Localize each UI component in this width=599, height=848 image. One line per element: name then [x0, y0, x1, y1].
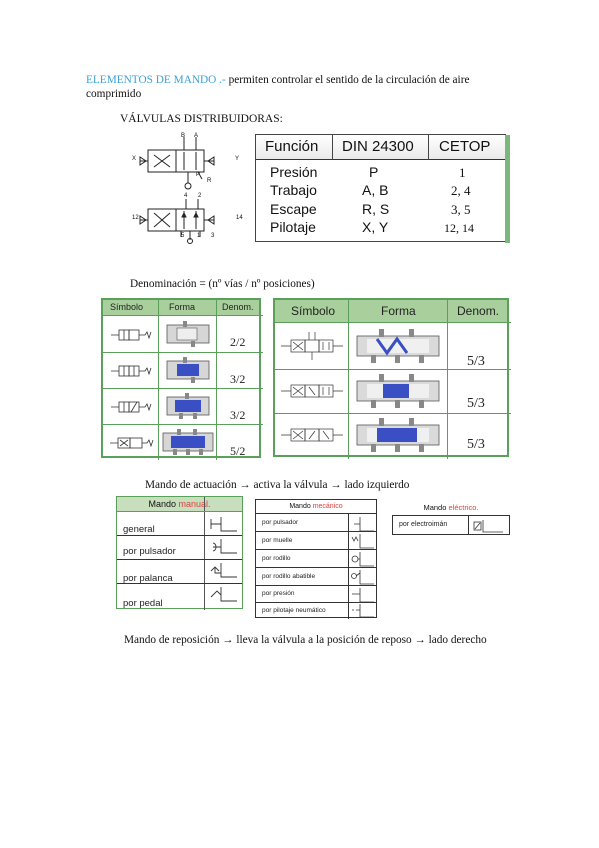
small-header-simbolo: Símbolo	[110, 302, 144, 312]
schem-label-y: Y	[235, 156, 240, 162]
function-table-header: Función DIN 24300 CETOP	[256, 135, 505, 160]
valve-table-small: Símbolo Forma Denom. 2/2 3/2 3/2 5/2	[101, 298, 263, 460]
small-denom-4: 5/2	[230, 444, 246, 458]
form-3-2-alt-icon	[166, 393, 210, 419]
mando-mecanico-table: Mando mecánico por pulsador por muelle p…	[255, 499, 377, 619]
header-cetop: CETOP	[439, 138, 491, 155]
manual-symbols-icon	[210, 517, 237, 602]
header-funcion: Función	[265, 138, 319, 155]
intro-heading: ELEMENTOS DE MANDO .-	[86, 74, 226, 86]
manual-item-palanca: por palanca	[123, 573, 173, 584]
big-denom-2: 5/3	[467, 396, 485, 411]
mando-manual-title: Mando manual.	[117, 497, 242, 511]
mando-actuacion-text: Mando de actuación → activa la válvula →…	[145, 479, 410, 491]
big-header-forma: Forma	[381, 304, 416, 318]
mecanico-item-rodillo-abatible: por rodillo abatible	[262, 573, 316, 580]
form-2-2-icon	[166, 321, 210, 347]
manual-item-pulsador: por pulsador	[123, 546, 176, 557]
symbol-3-2-alt-icon	[111, 401, 152, 413]
mecanico-symbols-icon	[351, 517, 374, 618]
intro-text-1: permiten controlar el sentido de la circ…	[225, 74, 470, 86]
big-header-simbolo: Símbolo	[291, 304, 336, 318]
form-5-3-open-icon	[356, 374, 440, 408]
symbol-5-3-closed-icon	[281, 332, 343, 360]
schem-label-r: R	[207, 178, 212, 184]
valve-table-small-header: Símbolo Forma Denom.	[103, 300, 259, 315]
electroiman-icon	[473, 520, 503, 533]
function-table: Función DIN 24300 CETOP Presión P 1 Trab…	[255, 134, 510, 243]
row-funcion-pilotaje: Pilotaje	[270, 219, 316, 235]
header-din: DIN 24300	[342, 138, 414, 155]
form-5-3-exhaust-icon	[356, 418, 440, 452]
valve-table-big: Símbolo Forma Denom. 5/3 5/3 5/3	[273, 298, 511, 459]
intro-text-2: comprimido	[86, 88, 142, 100]
symbol-5-3-exhaust-icon	[281, 428, 343, 442]
schem-label-p: P	[196, 172, 201, 178]
electrico-item-electroiman: por electroimán	[399, 521, 448, 528]
schem-label-12: 12	[132, 215, 139, 221]
symbol-5-3-open-icon	[281, 384, 343, 398]
small-denom-1: 2/2	[230, 335, 246, 349]
small-denom-2: 3/2	[230, 372, 246, 386]
valve-table-big-header: Símbolo Forma Denom.	[275, 300, 507, 322]
big-header-denom: Denom.	[457, 304, 500, 318]
row-din-pilotaje: X, Y	[362, 219, 389, 235]
small-header-denom: Denom.	[222, 302, 254, 312]
mando-electrico-table: Mando eléctrico. por electroimán	[392, 502, 510, 535]
schem-label-5: 5	[181, 233, 185, 239]
symbol-5-2-icon	[110, 437, 154, 449]
schem-label-3: 3	[211, 233, 215, 239]
symbol-2-2-icon	[111, 329, 152, 341]
row-funcion-trabajo: Trabajo	[270, 182, 317, 198]
form-5-2-icon	[162, 429, 214, 455]
schem-label-a: A	[194, 133, 199, 139]
big-denom-3: 5/3	[467, 437, 485, 452]
mando-manual-table: Mando manual. general por pulsador por p…	[116, 496, 243, 610]
schem-label-1: 1	[197, 233, 201, 239]
row-funcion-escape: Escape	[270, 201, 317, 217]
form-5-3-closed-icon	[356, 329, 440, 363]
schem-label-14: 14	[236, 215, 243, 221]
valvulas-title: VÁLVULAS DISTRIBUIDORAS:	[120, 113, 283, 125]
manual-item-general: general	[123, 524, 155, 535]
schem-label-b: B	[181, 133, 186, 139]
mecanico-item-rodillo: por rodillo	[262, 555, 291, 562]
row-din-escape: R, S	[362, 201, 390, 217]
schem-label-4: 4	[184, 193, 188, 199]
row-cetop-escape: 3, 5	[451, 202, 471, 217]
schem-label-2: 2	[198, 193, 202, 199]
mecanico-item-pulsador: por pulsador	[262, 519, 299, 526]
row-cetop-pilotaje: 12, 14	[444, 221, 474, 235]
intro-paragraph: ELEMENTOS DE MANDO .- permiten controlar…	[86, 73, 526, 87]
symbol-3-2-icon	[111, 365, 152, 377]
mecanico-item-muelle: por muelle	[262, 537, 293, 544]
valve-schematic	[139, 137, 215, 244]
mando-electrico-title: Mando eléctrico.	[423, 503, 479, 512]
row-din-presion: P	[369, 164, 379, 180]
row-cetop-trabajo: 2, 4	[451, 183, 471, 198]
manual-item-pedal: por pedal	[123, 598, 163, 609]
small-header-forma: Forma	[169, 302, 196, 312]
big-denom-1: 5/3	[467, 354, 485, 369]
schem-label-x: X	[132, 156, 137, 162]
row-din-trabajo: A, B	[362, 182, 389, 198]
mecanico-item-pilotaje: por pilotaje neumático	[262, 607, 326, 614]
small-denom-3: 3/2	[230, 408, 246, 422]
row-funcion-presion: Presión	[270, 164, 318, 180]
mando-mecanico-title: Mando mecánico	[289, 503, 343, 510]
form-3-2-icon	[166, 357, 210, 383]
denominacion-text: Denominación = (nº vías / nº posiciones)	[130, 278, 315, 290]
mando-reposicion-text: Mando de reposición → lleva la válvula a…	[124, 634, 487, 646]
row-cetop-presion: 1	[459, 165, 466, 180]
mecanico-item-presion: por presión	[262, 590, 295, 597]
